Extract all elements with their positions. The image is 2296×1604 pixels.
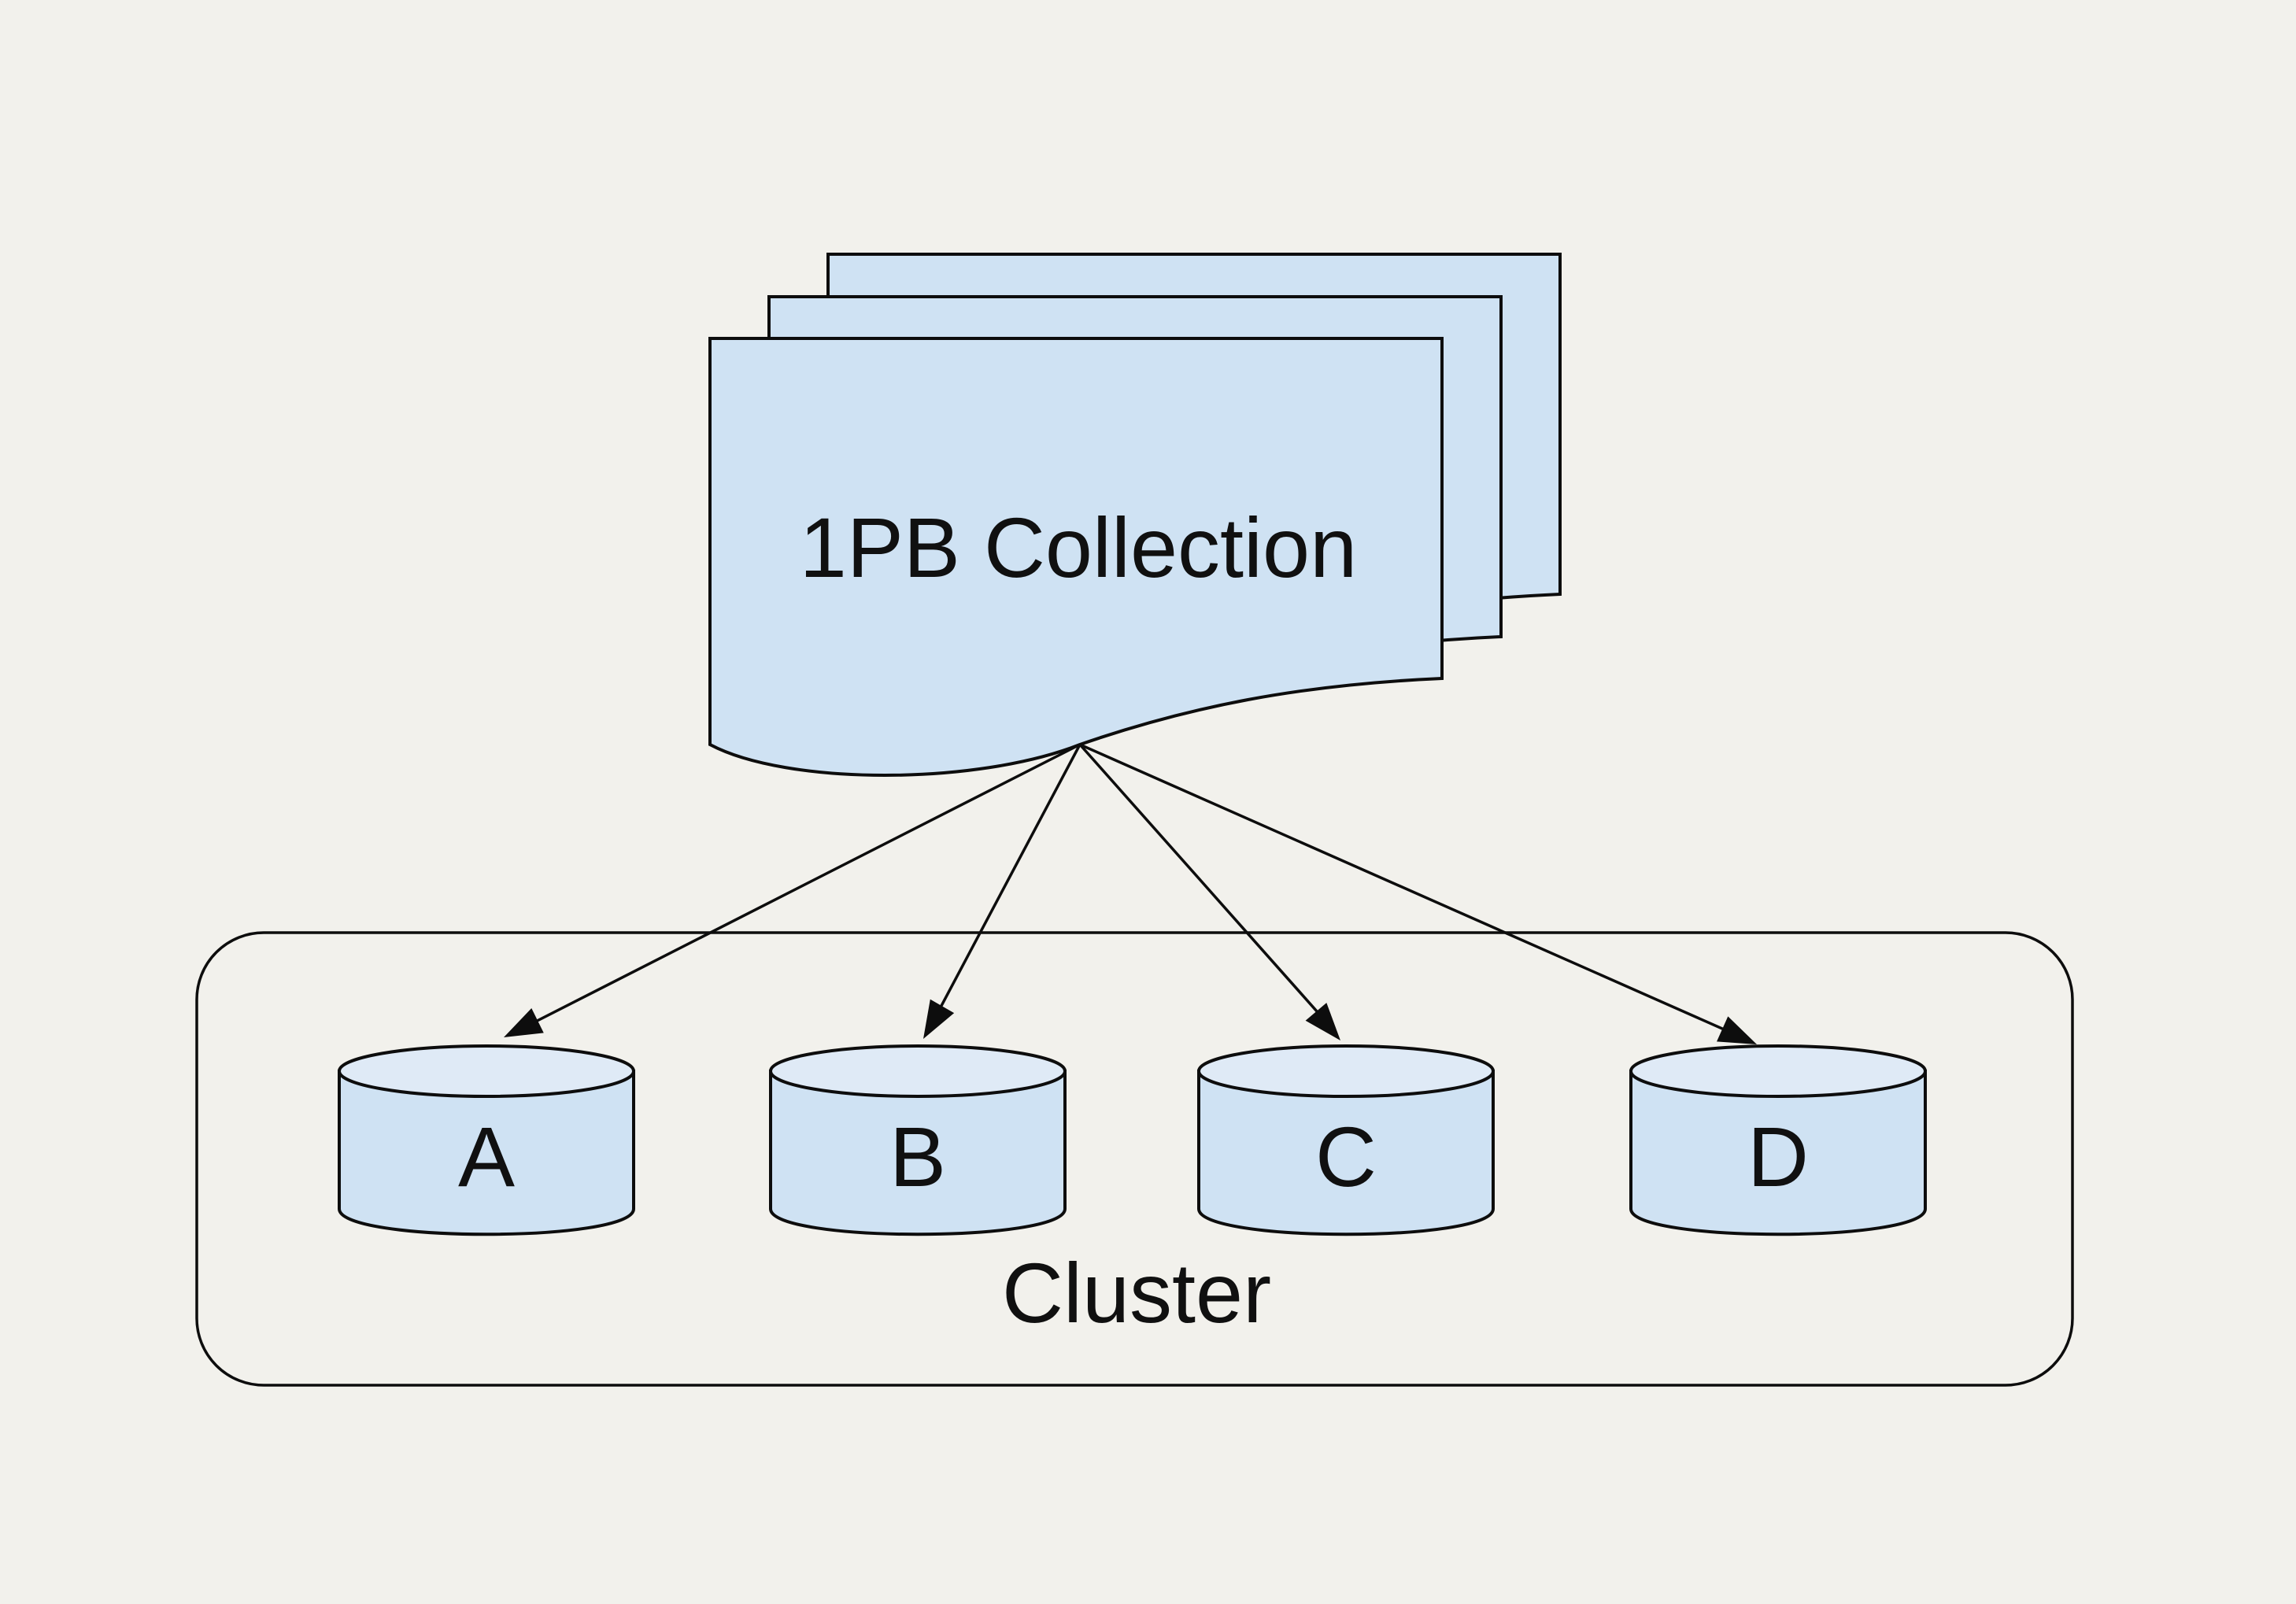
cluster-group: Cluster: [195, 931, 2074, 1387]
database-cylinder-d: D: [1629, 1044, 1927, 1236]
database-cylinder-c: C: [1197, 1044, 1495, 1236]
cluster-boundary-box: [195, 931, 2074, 1387]
cylinder-body: [1629, 1070, 1927, 1236]
arrowhead-icon: [504, 1008, 544, 1037]
cylinder-body: [338, 1070, 635, 1236]
arrow-to-b: [923, 744, 1081, 1039]
arrow-to-a: [504, 743, 1081, 1037]
cylinder-top: [338, 1044, 635, 1098]
cylinder-label-b: B: [889, 1109, 946, 1204]
database-cylinder-a: A: [338, 1044, 635, 1236]
arrow-to-c: [1078, 743, 1340, 1040]
cylinder-body: [769, 1070, 1067, 1236]
collection-label: 1PB Collection: [800, 500, 1357, 595]
cylinder-label-a: A: [458, 1109, 515, 1204]
cylinder-top: [1197, 1044, 1495, 1098]
arrowhead-icon: [923, 999, 955, 1039]
document-stack: 1PB Collection: [708, 253, 1562, 777]
arrow-line: [1078, 743, 1337, 1034]
arrowhead-icon: [1717, 1016, 1757, 1044]
cylinder-top: [769, 1044, 1067, 1098]
cylinder-label-c: C: [1315, 1109, 1377, 1204]
cylinder-label-d: D: [1747, 1109, 1809, 1204]
cluster-label: Cluster: [1002, 1245, 1271, 1340]
arrowhead-icon: [1305, 1003, 1340, 1040]
arrow-to-d: [1079, 743, 1757, 1044]
arrow-line: [512, 743, 1081, 1035]
cylinder-body: [1197, 1070, 1495, 1236]
arrow-line: [1079, 743, 1750, 1042]
arrow-line: [926, 744, 1081, 1032]
cylinder-top: [1629, 1044, 1927, 1098]
database-cylinder-b: B: [769, 1044, 1067, 1236]
